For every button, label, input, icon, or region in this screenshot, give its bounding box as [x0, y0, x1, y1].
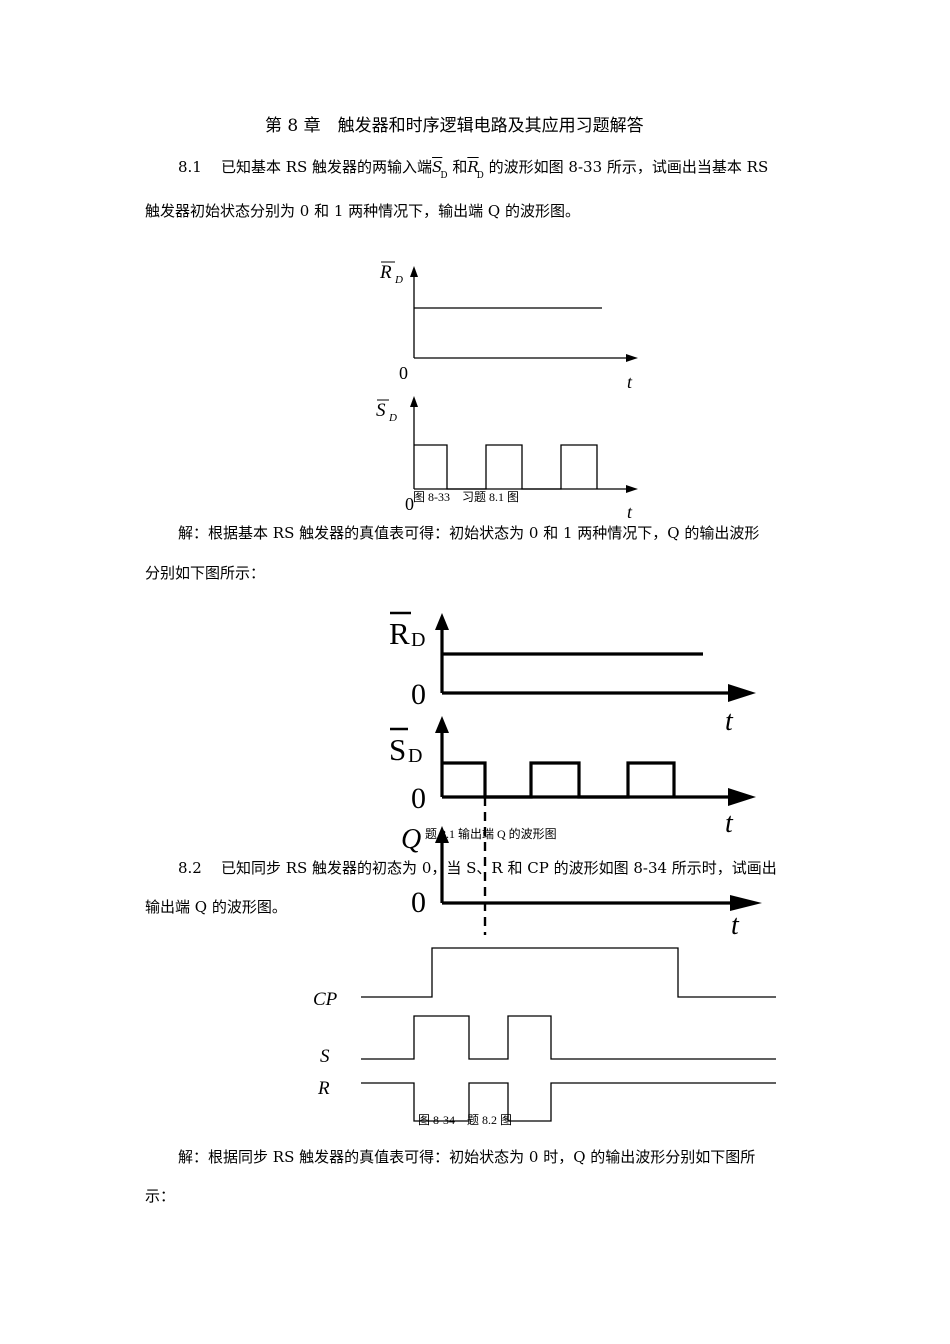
t-label-big-2: t — [725, 808, 734, 839]
solution-8-2-line-1: 解：根据同步 RS 触发器的真值表可得：初始状态为 0 时，Q 的输出波形分别如… — [178, 1148, 756, 1166]
sd-symbol: S — [432, 158, 443, 176]
question-8-2-text: 已知同步 RS 触发器的初态为 0，当 S、R 和 CP 的波形如图 8-34 … — [220, 859, 777, 877]
and-text: 和 — [452, 158, 468, 176]
figure-caption-8-34: 图 8-34 题 8.2 图 — [418, 1113, 512, 1127]
question-number: 8.1 — [178, 158, 202, 176]
question-text-tail: 的波形如图 8-33 所示，试画出当基本 RS — [488, 158, 769, 176]
t-label-2: t — [627, 502, 633, 522]
rd-axis-label-big: R — [389, 616, 410, 651]
question-8-1-line-1: 8.1 已知基本 RS 触发器的两输入端SD 和RD 的波形如图 8-33 所示… — [178, 157, 768, 186]
rd-axis-sub-big: D — [411, 629, 425, 651]
solution-8-1-line-1: 解：根据基本 RS 触发器的真值表可得：初始状态为 0 和 1 两种情况下，Q … — [178, 524, 760, 542]
sd-axis-label: S — [376, 400, 386, 421]
question-8-1-line-2: 触发器初始状态分别为 0 和 1 两种情况下，输出端 Q 的波形图。 — [145, 202, 580, 220]
sd-axis-sub-big: D — [408, 745, 422, 767]
rd-symbol: R — [467, 158, 479, 176]
t-label-big-1: t — [725, 706, 734, 737]
cp-label: CP — [313, 989, 338, 1010]
sd-subscript: D — [440, 171, 448, 181]
rd-axis-sub: D — [394, 274, 403, 286]
q-axis-label: Q — [401, 824, 421, 855]
rd-axis-label: R — [379, 262, 392, 283]
zero-label-2: 0 — [405, 494, 414, 514]
s-label: S — [320, 1046, 330, 1067]
sd-axis-sub: D — [388, 412, 397, 424]
zero-label-big-1: 0 — [411, 678, 426, 711]
zero-label-big-2: 0 — [411, 782, 426, 815]
solution-8-1-line-2: 分别如下图所示： — [145, 564, 266, 582]
question-number-8-2: 8.2 — [178, 859, 202, 877]
question-text: 已知基本 RS 触发器的两输入端 — [220, 158, 433, 176]
page-title: 第 8 章 触发器和时序逻辑电路及其应用习题解答 — [265, 116, 644, 136]
zero-label-big-3: 0 — [411, 886, 426, 919]
zero-label-1: 0 — [399, 363, 408, 383]
question-8-2-line-1: 8.2 已知同步 RS 触发器的初态为 0，当 S、R 和 CP 的波形如图 8… — [178, 858, 777, 878]
solution-figure-caption: 题 8.1 输出端 Q 的波形图 — [425, 826, 557, 841]
t-label-1: t — [627, 372, 633, 392]
solution-8-2-line-2: 示： — [145, 1187, 176, 1205]
r-label: R — [317, 1078, 330, 1099]
question-8-2-line-2: 输出端 Q 的波形图。 — [145, 898, 287, 916]
sd-axis-label-big: S — [389, 732, 406, 767]
rd-subscript: D — [476, 171, 484, 181]
t-label-big-3: t — [731, 910, 740, 941]
figure-caption-8-33: 图 8-33 习题 8.1 图 — [413, 490, 519, 504]
